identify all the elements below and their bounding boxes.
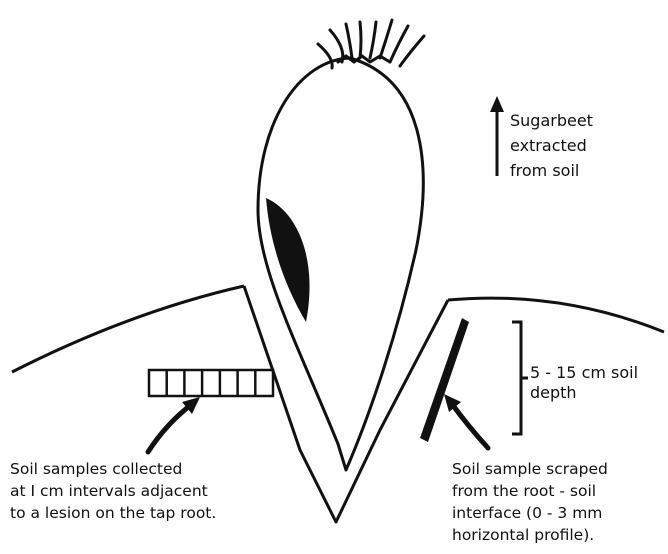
collected-samples-label: Soil samples collected at I cm intervals… <box>10 458 216 524</box>
curved-arrow-right-icon <box>444 394 488 448</box>
sample-box-grid <box>149 370 273 396</box>
soil-surface-right <box>448 298 664 332</box>
scraped-sample-label: Soil sample scraped from the root - soil… <box>452 458 608 546</box>
curved-arrow-left-icon <box>148 397 200 452</box>
extracted-label: Sugarbeet extracted from soil <box>510 108 593 183</box>
soil-surface-left <box>12 286 244 372</box>
depth-bracket <box>512 322 528 434</box>
soil-depth-label: 5 - 15 cm soil depth <box>530 363 668 403</box>
up-arrow-icon <box>490 96 504 176</box>
